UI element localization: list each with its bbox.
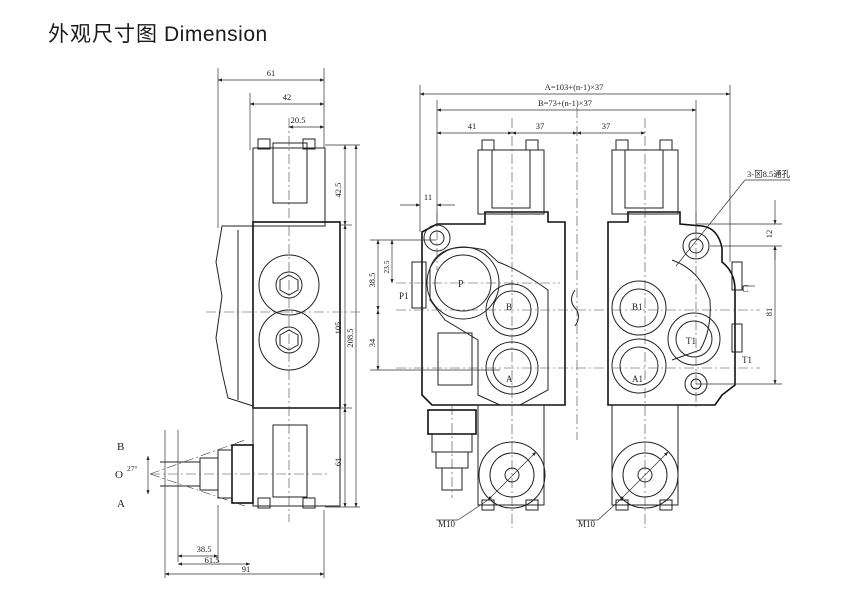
page-title: 外观尺寸图 Dimension bbox=[48, 18, 268, 48]
port-t1 bbox=[667, 312, 721, 366]
port-b-label: B bbox=[506, 302, 512, 312]
dim-42-5: 42.5 bbox=[333, 183, 343, 198]
dim-11: 11 bbox=[424, 192, 432, 202]
hole-note: 3-⊠8.5通孔 bbox=[747, 169, 791, 179]
port-a1-label: A1 bbox=[632, 374, 643, 384]
thread-m10-left-label: M10 bbox=[438, 519, 456, 529]
dim-23-5: 23.5 bbox=[382, 260, 391, 273]
front-left-section bbox=[421, 211, 566, 406]
port-b1 bbox=[611, 280, 667, 336]
front-view: P P1 B A M10 bbox=[367, 82, 791, 529]
dim-61-5: 61.5 bbox=[205, 555, 220, 565]
front-left-bottom-cap bbox=[477, 404, 545, 506]
dim-38-5-bottom: 38.5 bbox=[197, 544, 212, 554]
side-top-spool-cap bbox=[272, 142, 308, 204]
dim-37-b: 37 bbox=[602, 121, 611, 131]
thread-m10-right-label: M10 bbox=[578, 519, 596, 529]
dim-37-a: 37 bbox=[536, 121, 545, 131]
dim-34: 34 bbox=[367, 338, 377, 347]
side-view: 61 42 20.5 42.5 105 208.5 61 38.5 61.5 9… bbox=[115, 68, 360, 578]
dim-38-5-front: 38.5 bbox=[367, 273, 377, 288]
dim-61-right: 61 bbox=[333, 458, 343, 467]
side-main-body bbox=[252, 221, 341, 409]
lever-label-b: B bbox=[117, 441, 124, 453]
formula-a: A=103+(n-1)×37 bbox=[545, 82, 604, 92]
port-p-label: P bbox=[458, 279, 464, 290]
side-bottom-section bbox=[252, 407, 341, 507]
dim-208-5: 208.5 bbox=[345, 328, 355, 347]
front-right-section bbox=[607, 211, 736, 406]
port-t1-label: T1 bbox=[686, 336, 696, 346]
relief-valve bbox=[427, 405, 477, 498]
dim-42: 42 bbox=[283, 92, 292, 102]
port-a1 bbox=[611, 338, 667, 394]
dim-105: 105 bbox=[333, 322, 343, 335]
dim-61-top: 61 bbox=[267, 68, 276, 78]
side-bracket-plate bbox=[215, 225, 254, 407]
port-t1-right-label: T1 bbox=[742, 355, 752, 365]
port-a-label: A bbox=[506, 374, 513, 384]
front-left-top-cap bbox=[477, 149, 545, 215]
port-c-label: C bbox=[742, 284, 749, 295]
lever-label-a: A bbox=[117, 498, 125, 510]
title-en: Dimension bbox=[164, 23, 268, 46]
side-port-upper bbox=[258, 254, 320, 316]
port-b1-label: B1 bbox=[632, 302, 643, 312]
break-line bbox=[571, 289, 579, 327]
dim-12: 12 bbox=[764, 230, 774, 239]
formula-b: B=73+(n-1)×37 bbox=[538, 98, 592, 108]
title-cn: 外观尺寸图 bbox=[48, 22, 158, 46]
dim-91: 91 bbox=[242, 564, 251, 574]
dim-41: 41 bbox=[468, 121, 477, 131]
port-p1-label: P1 bbox=[399, 291, 409, 301]
dim-81: 81 bbox=[764, 308, 774, 317]
lever-angle: 27° bbox=[127, 464, 138, 473]
lever-label-o: O bbox=[115, 469, 123, 481]
dim-20-5: 20.5 bbox=[291, 115, 306, 125]
